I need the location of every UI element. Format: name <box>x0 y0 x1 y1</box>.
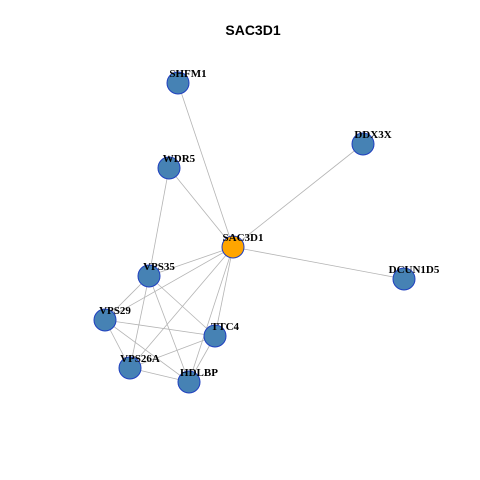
node-vps35 <box>137 264 161 288</box>
edge-sac3d1-vps35 <box>148 246 234 277</box>
node-ttc4 <box>203 324 227 348</box>
edge-vps35-ttc4 <box>148 275 216 337</box>
edge-wdr5-vps35 <box>148 167 170 277</box>
nodes-layer <box>93 71 416 394</box>
node-dcun1d5 <box>392 267 416 291</box>
node-label-vps35: VPS35 <box>143 261 175 273</box>
edge-sac3d1-vps29 <box>104 246 234 321</box>
node-label-shfm1: SHFM1 <box>169 68 206 80</box>
node-vps26a <box>118 356 142 380</box>
edge-sac3d1-vps26a <box>129 246 234 369</box>
node-label-dcun1d5: DCUN1D5 <box>389 264 440 276</box>
edge-vps35-vps26a <box>129 275 150 369</box>
edge-sac3d1-wdr5 <box>168 167 234 248</box>
node-label-wdr5: WDR5 <box>163 153 196 165</box>
edge-sac3d1-hdlbp <box>188 246 234 383</box>
node-vps29 <box>93 308 117 332</box>
diagram-title: SAC3D1 <box>225 22 280 38</box>
edge-sac3d1-dcun1d5 <box>232 246 405 280</box>
node-sac3d1 <box>221 235 245 259</box>
edge-sac3d1-ddx3x <box>232 143 364 248</box>
node-shfm1 <box>166 71 190 95</box>
node-label-hdlbp: HDLBP <box>180 367 218 379</box>
node-label-ttc4: TTC4 <box>211 321 240 333</box>
node-label-vps29: VPS29 <box>99 305 131 317</box>
node-label-ddx3x: DDX3X <box>354 129 391 141</box>
edge-vps29-hdlbp <box>104 319 190 383</box>
node-wdr5 <box>157 156 181 180</box>
node-hdlbp <box>177 370 201 394</box>
node-label-sac3d1: SAC3D1 <box>223 232 264 244</box>
node-label-vps26a: VPS26A <box>120 353 160 365</box>
edge-ttc4-vps26a <box>129 335 216 369</box>
edge-sac3d1-ttc4 <box>214 246 234 337</box>
edge-vps29-ttc4 <box>104 319 216 337</box>
edge-sac3d1-shfm1 <box>177 82 234 248</box>
node-ddx3x <box>351 132 375 156</box>
